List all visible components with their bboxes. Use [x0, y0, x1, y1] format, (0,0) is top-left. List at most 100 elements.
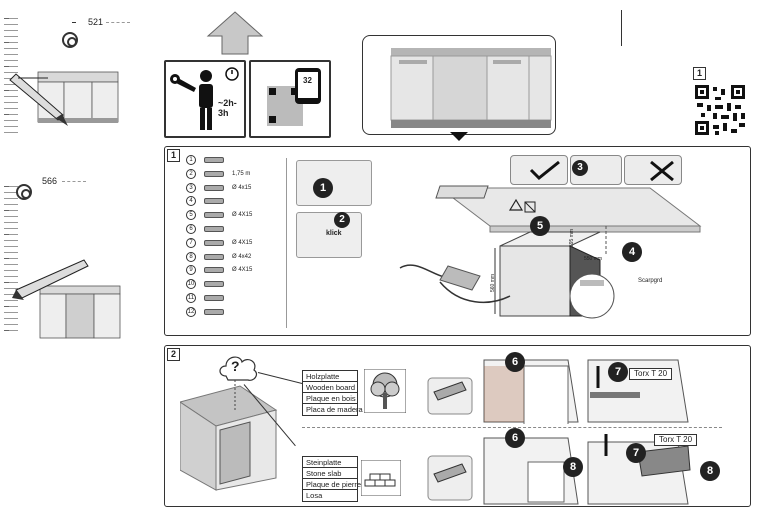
- part-number: 6: [186, 224, 196, 234]
- ruler-top: [4, 18, 18, 138]
- part-glyph: [204, 157, 224, 163]
- app-badge: 32: [303, 76, 312, 85]
- stone-label-de: Steinplatte: [303, 457, 357, 468]
- part-text: Ø 4x15: [232, 184, 252, 191]
- dimension-bottom-value: 566: [42, 176, 58, 186]
- time-label: ~2h-3h: [218, 98, 237, 118]
- step1-detail-box-1: [296, 160, 372, 206]
- stone-label-en: Stone slab: [303, 468, 357, 479]
- dimension-dash: [62, 181, 86, 182]
- tree-icon: [364, 369, 406, 413]
- part-text: Ø 4X15: [232, 212, 253, 219]
- check-detail-box: [510, 155, 568, 185]
- part-number: 8: [186, 251, 196, 262]
- part-number: 2: [186, 168, 196, 179]
- part-glyph: [204, 212, 224, 219]
- torx-label-bottom: Torx T 20: [654, 434, 698, 446]
- up-arrow-icon: [206, 11, 264, 55]
- cabinet-pencil-illustration-top: [9, 71, 119, 126]
- dimension-mm-c: 550 mm: [584, 256, 603, 262]
- callout-5: 5: [530, 216, 550, 236]
- part-number: 9: [186, 265, 196, 276]
- part-number: 1: [186, 155, 196, 165]
- wood-label-es: Placa de madera: [306, 405, 363, 414]
- part-glyph: [204, 184, 224, 191]
- dimension-mm-b: 560 mm: [490, 273, 497, 293]
- part-text: Ø 4X15: [232, 267, 253, 274]
- part-glyph: [204, 281, 224, 288]
- step1-detail-box-2: [296, 212, 362, 258]
- callout-1: 1: [313, 178, 333, 198]
- stone-label-fr: Plaque de pierre: [303, 479, 361, 490]
- callout-4: 4: [622, 242, 642, 262]
- part-glyph: [204, 198, 224, 205]
- dimension-dash: [106, 22, 130, 23]
- part-glyph: [204, 239, 224, 246]
- wood-install-illustration-top: [427, 359, 689, 424]
- stone-material-label: Steinplatte Stone slab Plaque de pierre …: [302, 456, 361, 502]
- scarp-note: Scarpgrd: [638, 278, 663, 284]
- question-cloud-icon: [219, 356, 258, 381]
- klick-label: klick: [326, 230, 342, 237]
- callout-8-left: 8: [563, 457, 583, 477]
- kitchen-preview: [362, 35, 556, 135]
- wood-label-de: Holzplatte: [303, 371, 357, 382]
- callout-3: 3: [572, 160, 588, 176]
- down-arrow-icon: [450, 132, 468, 141]
- check-icon: [529, 160, 560, 181]
- step2-number: 2: [167, 348, 181, 361]
- part-glyph: [204, 267, 224, 274]
- ruler-bottom: [4, 186, 18, 336]
- dimension-top-value: 521: [88, 17, 104, 27]
- callout-7-top: 7: [608, 362, 628, 382]
- part-text: Ø 4x42: [232, 253, 252, 260]
- kitchen-cabinets-illustration: [390, 48, 552, 128]
- callout-7-bottom: 7: [626, 443, 646, 463]
- stone-label-es: Losa: [306, 491, 323, 500]
- margin-marker: [621, 10, 622, 46]
- wood-label-en: Wooden board: [303, 382, 357, 393]
- step2-divider: [302, 427, 722, 428]
- phone-scan-icon: [267, 68, 321, 126]
- target-icon: [16, 184, 32, 200]
- dishwasher-install-illustration: [399, 185, 702, 319]
- wood-label-fr: Plaque en bois: [303, 393, 357, 404]
- callout-2: 2: [334, 212, 350, 228]
- step1-number: 1: [167, 149, 181, 162]
- stone-install-illustration-bottom: [427, 434, 691, 505]
- part-glyph: [204, 170, 224, 177]
- target-icon: [62, 32, 78, 48]
- qr-code-icon: [693, 83, 747, 137]
- cross-detail-box: [624, 155, 682, 185]
- brick-icon: [361, 460, 401, 496]
- part-number: 7: [186, 237, 196, 248]
- torx-label-top: Torx T 20: [629, 368, 673, 380]
- part-number: 12: [186, 306, 196, 317]
- part-glyph: [204, 226, 224, 232]
- wood-material-label: Holzplatte Wooden board Plaque en bois P…: [302, 370, 363, 416]
- part-number: 4: [186, 196, 196, 207]
- part-number: 5: [186, 210, 196, 221]
- part-number: 11: [186, 293, 196, 303]
- dimension-mm-a: 595 mm: [569, 228, 576, 248]
- qr-step-number: 1: [693, 67, 707, 80]
- installer-time-panel: ~2h-3h: [164, 60, 246, 138]
- parts-divider: [286, 158, 287, 328]
- wrench-person-icon: [170, 67, 239, 130]
- part-glyph: [204, 253, 224, 260]
- kitchen-dishwasher-illustration: [180, 380, 278, 491]
- app-panel: 32: [249, 60, 331, 138]
- cabinet-pencil-illustration-bottom: [12, 259, 121, 339]
- callout-8-right: 8: [700, 461, 720, 481]
- part-text: Ø 4X15: [232, 239, 253, 246]
- dimension-line: [72, 22, 76, 23]
- part-glyph: [204, 308, 224, 315]
- part-text: 1,75 m: [232, 170, 251, 177]
- part-number: 10: [186, 279, 196, 290]
- part-number: 3: [186, 182, 196, 193]
- callout-6-bottom: 6: [505, 428, 525, 448]
- part-glyph: [204, 295, 224, 301]
- question-mark: ?: [231, 358, 240, 374]
- cross-icon: [650, 160, 674, 182]
- callout-6-top: 6: [505, 352, 525, 372]
